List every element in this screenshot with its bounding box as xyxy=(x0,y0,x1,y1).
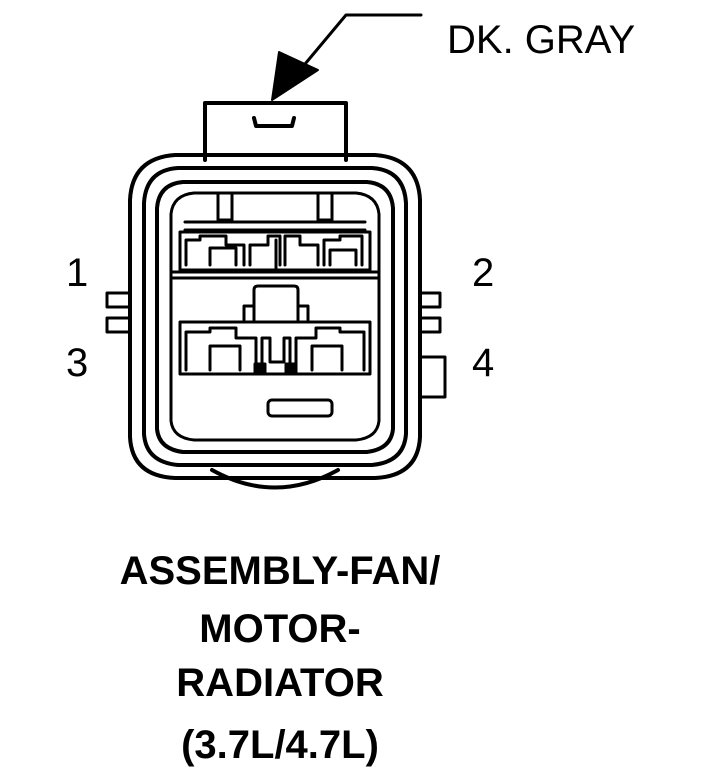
terminal-row-upper xyxy=(178,230,372,272)
top-ribs xyxy=(183,192,367,232)
pin-label-4: 4 xyxy=(472,341,495,385)
component-title-line-4: (3.7L/4.7L) xyxy=(181,723,379,767)
terminal-row-lower xyxy=(178,320,372,376)
connector-housing xyxy=(128,153,422,480)
side-latches xyxy=(105,291,447,399)
component-title-line-2: MOTOR- xyxy=(199,607,361,651)
component-title-line-3: RADIATOR xyxy=(176,661,384,705)
center-latch xyxy=(242,284,310,322)
key-slot xyxy=(266,398,334,418)
pin-label-1: 1 xyxy=(66,251,89,295)
callout-leader xyxy=(271,13,423,101)
wire-color-callout: DK. GRAY xyxy=(447,18,636,62)
component-title-line-1: ASSEMBLY-FAN/ xyxy=(119,549,441,593)
center-divider xyxy=(169,270,381,280)
pin-label-3: 3 xyxy=(66,341,89,385)
pin-label-2: 2 xyxy=(472,251,495,295)
locking-tab xyxy=(203,101,348,162)
